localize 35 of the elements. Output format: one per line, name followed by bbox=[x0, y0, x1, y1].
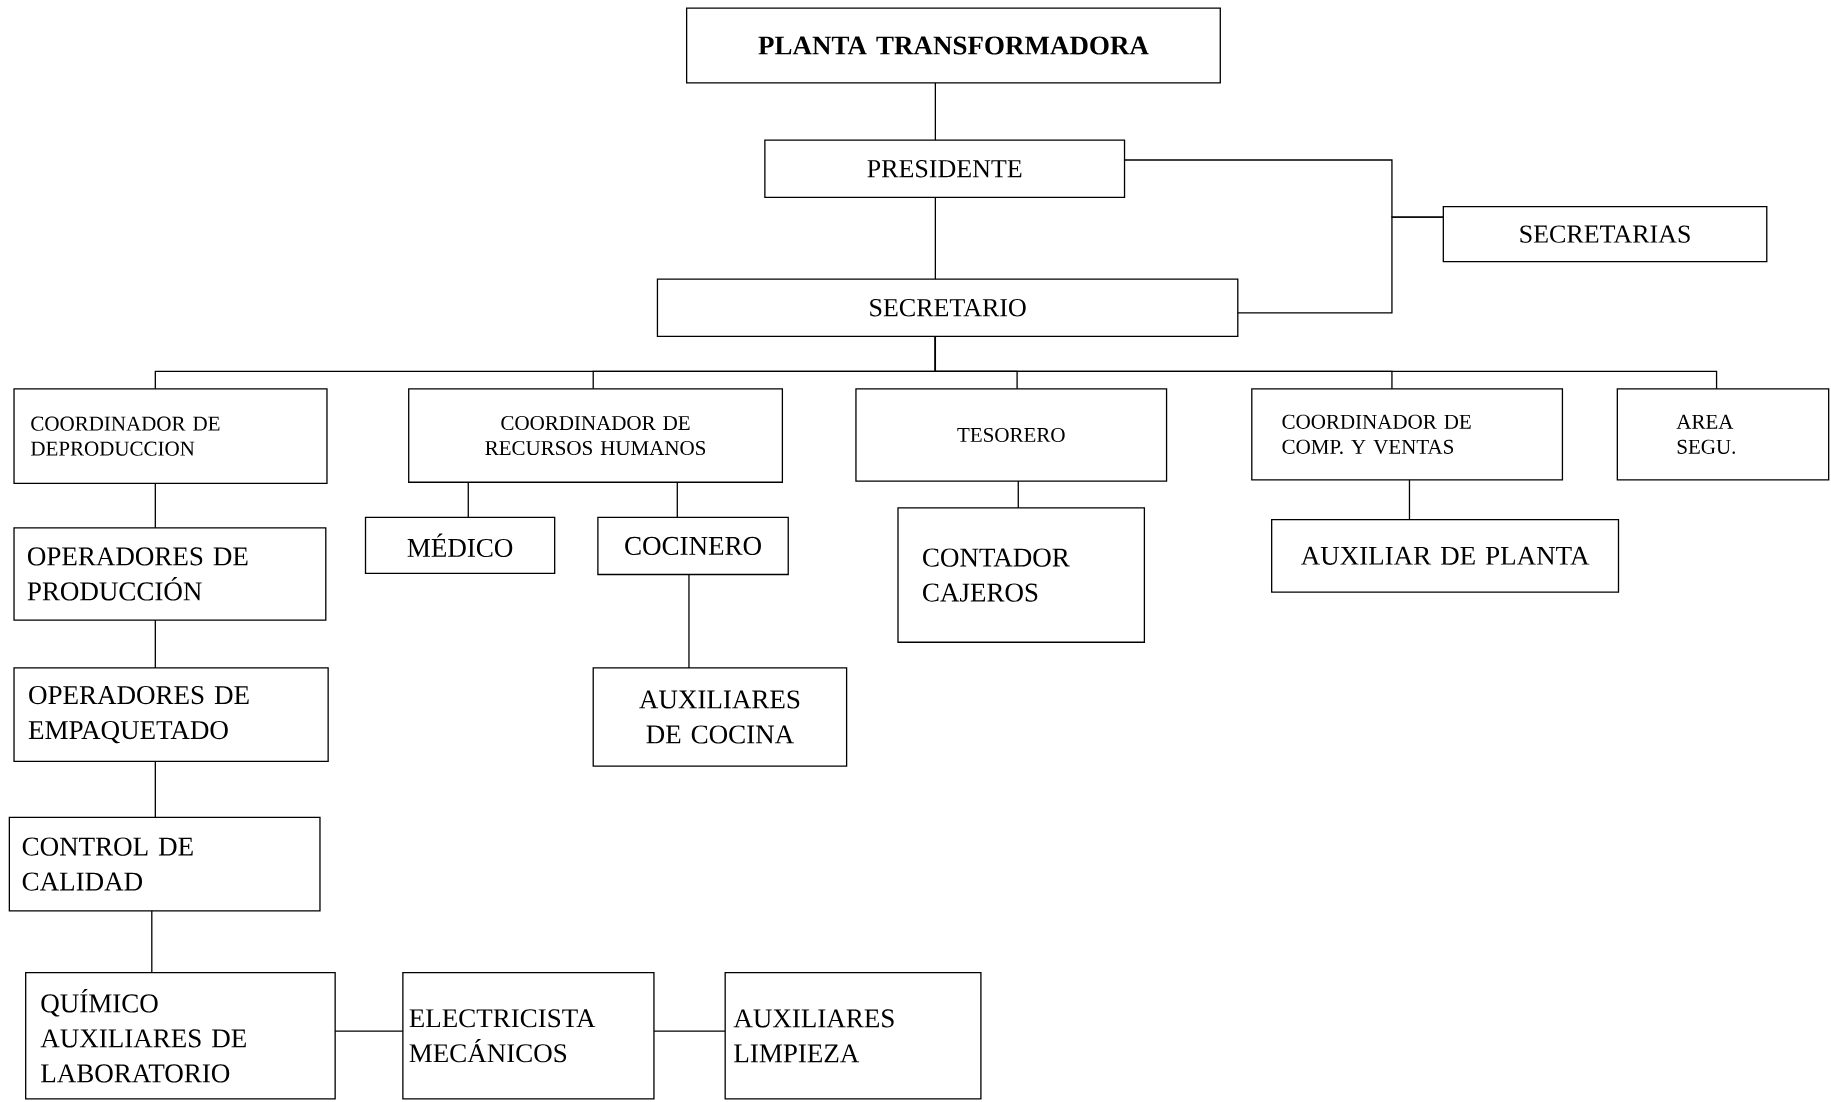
org-box: AUXILIARES DE COCINA bbox=[592, 667, 848, 767]
connector-line bbox=[688, 573, 690, 669]
connector-line bbox=[154, 760, 156, 819]
connector-line bbox=[334, 1030, 404, 1032]
org-box: COORDINADOR DE DEPRODUCCION bbox=[13, 388, 328, 485]
connector-line bbox=[934, 196, 936, 280]
org-box: PLANTA TRANSFORMADORA bbox=[686, 7, 1221, 84]
connector-line bbox=[154, 482, 156, 529]
org-box: QUÍMICO AUXILIARES DE LABORATORIO bbox=[25, 972, 336, 1100]
org-box: PRESIDENTE bbox=[764, 139, 1126, 198]
org-box: AUXILIAR DE PLANTA bbox=[1271, 519, 1620, 593]
org-box: CONTROL DE CALIDAD bbox=[8, 816, 321, 912]
org-box: MÉDICO bbox=[364, 516, 556, 574]
connector-line bbox=[467, 481, 469, 518]
connector-line bbox=[653, 1030, 726, 1032]
connector-line bbox=[1237, 216, 1444, 314]
connector-line bbox=[1408, 479, 1411, 521]
org-box: SECRETARIAS bbox=[1442, 206, 1768, 263]
org-box: COCINERO bbox=[597, 516, 789, 576]
connector-line bbox=[154, 619, 156, 669]
org-box: CONTADOR CAJEROS bbox=[897, 507, 1146, 643]
org-box: TESORERO bbox=[855, 388, 1168, 482]
org-box: COORDINADOR DE RECURSOS HUMANOS bbox=[408, 388, 784, 483]
org-box: SECRETARIO bbox=[656, 278, 1239, 337]
org-box: AREA SEGU. bbox=[1616, 388, 1830, 481]
org-box: OPERADORES DE PRODUCCIÓN bbox=[13, 527, 327, 621]
org-box: OPERADORES DE EMPAQUETADO bbox=[13, 667, 329, 762]
connector-line bbox=[676, 481, 678, 518]
connector-line bbox=[934, 82, 936, 141]
org-box: ELECTRICISTA MECÁNICOS bbox=[402, 972, 655, 1100]
org-box: COORDINADOR DE COMP. Y VENTAS bbox=[1251, 388, 1564, 481]
connector-line bbox=[151, 910, 153, 974]
org-box: AUXILIARES LIMPIEZA bbox=[724, 972, 982, 1100]
connector-line bbox=[934, 335, 1718, 390]
connector-line bbox=[1017, 480, 1019, 509]
